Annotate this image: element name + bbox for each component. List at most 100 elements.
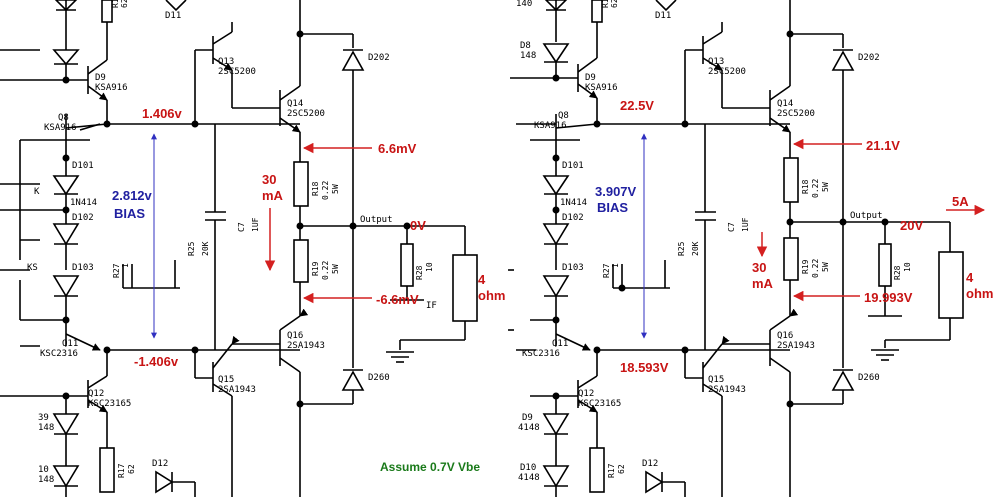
q15-label: Q15 <box>218 375 234 385</box>
r-r28-label: R28 <box>893 265 902 280</box>
left-current-unit: mA <box>262 188 284 203</box>
r-d8-label: D8 <box>520 41 531 51</box>
ks-label: KS <box>27 263 38 273</box>
d39-value: 148 <box>38 423 54 433</box>
r-r18-value: 0.22 <box>811 179 820 198</box>
right-bias-voltage: 3.907V <box>595 184 637 199</box>
d11-label: D11 <box>165 11 181 21</box>
r-d103-label: D103 <box>562 263 584 273</box>
left-v-r19: -6.6mV <box>376 292 419 307</box>
q16-label: Q16 <box>287 331 303 341</box>
q15-type: 2SA1943 <box>218 385 256 395</box>
r-r16-value: 62 <box>610 0 619 8</box>
q14-type: 2SC5200 <box>287 109 325 119</box>
r-output-label: Output <box>850 211 883 221</box>
c7-label: C7 <box>237 222 246 232</box>
r-q12-type: KSC23165 <box>578 399 621 409</box>
r-q14-type: 2SC5200 <box>777 109 815 119</box>
r-r28-value: 10 <box>903 262 912 272</box>
r17-value: 62 <box>127 464 136 474</box>
r-q16-label: Q16 <box>777 331 793 341</box>
r-r17-label: R17 <box>607 463 616 478</box>
r-r19-label: R19 <box>801 259 810 274</box>
right-v-top: 22.5V <box>620 98 654 113</box>
r-q15-type: 2SA1943 <box>708 385 746 395</box>
r17-label: R17 <box>117 463 126 478</box>
q11-label: Q11 <box>62 339 78 349</box>
q12-label: Q12 <box>88 389 104 399</box>
right-bias-label: BIAS <box>597 200 628 215</box>
r-q11-type: KSC2316 <box>522 349 560 359</box>
d101-label: D101 <box>72 161 94 171</box>
r-q12-label: Q12 <box>578 389 594 399</box>
r-r25-label: R25 <box>677 241 686 256</box>
q8-label: Q8 <box>58 113 69 123</box>
r16-label: R1 <box>111 0 120 8</box>
d103-label: D103 <box>72 263 94 273</box>
r-r19-watt: 5W <box>821 262 830 272</box>
left-v-bottom: -1.406v <box>134 354 179 369</box>
d10-value: 148 <box>38 475 54 485</box>
top-diode-left <box>54 0 78 42</box>
d9-label: D9 <box>95 73 106 83</box>
r25-value: 20K <box>201 241 210 256</box>
r-q15-label: Q15 <box>708 375 724 385</box>
r-r27-label: R27 <box>602 263 611 278</box>
r-r17-value: 62 <box>617 464 626 474</box>
r-q11-label: Q11 <box>552 339 568 349</box>
d202-label: D202 <box>368 53 390 63</box>
diode-type-left: 1N414 <box>70 198 97 208</box>
right-current-value: 30 <box>752 260 766 275</box>
d102-label: D102 <box>72 213 94 223</box>
output-label: Output <box>360 215 393 225</box>
right-v-out: 20V <box>900 218 923 233</box>
left-v-top: 1.406v <box>142 106 183 121</box>
right-v-r18: 21.1V <box>866 138 900 153</box>
r-d202-label: D202 <box>858 53 880 63</box>
q9-type: KSA916 <box>95 83 128 93</box>
q13-label: Q13 <box>218 57 234 67</box>
d39-label: 39 <box>38 413 49 423</box>
right-top-value: 140 <box>516 0 532 9</box>
left-v-r18: 6.6mV <box>378 141 417 156</box>
r18-label: R18 <box>311 181 320 196</box>
r-d9b-label: D9 <box>522 413 533 423</box>
left-current-value: 30 <box>262 172 276 187</box>
right-circuit: 140 R1 62 D11 D8 148 D9 KSA916 Q8 KSA916 <box>510 0 993 497</box>
r16-value: 62 <box>120 0 129 8</box>
r18-watt: 5W <box>331 184 340 194</box>
r28-label: R28 <box>415 265 424 280</box>
r-d10-value: 4148 <box>518 473 540 483</box>
right-i-out: 5A <box>952 194 969 209</box>
r-q13-label: Q13 <box>708 57 724 67</box>
left-circuit: R1 62 D11 D9 KSA916 Q8 KSA916 <box>0 0 514 497</box>
d260-label: D260 <box>368 373 390 383</box>
r-d9-label: D9 <box>585 73 596 83</box>
right-load-value: 4 <box>966 270 974 285</box>
r27-label: R27 <box>112 263 121 278</box>
r-q9-type: KSA916 <box>585 83 618 93</box>
r-r25-value: 20K <box>691 241 700 256</box>
r-r19-value: 0.22 <box>811 259 820 278</box>
left-v-out: 0V <box>410 218 426 233</box>
r19-watt: 5W <box>331 264 340 274</box>
r-q16-type: 2SA1943 <box>777 341 815 351</box>
r18-value: 0.22 <box>321 181 330 200</box>
right-v-bottom: 18.593V <box>620 360 669 375</box>
r-d8-value: 148 <box>520 51 536 61</box>
r-q8-type: KSA916 <box>534 121 567 131</box>
assumption-note: Assume 0.7V Vbe <box>380 460 480 474</box>
d10-label: 10 <box>38 465 49 475</box>
left-load-unit: ohm <box>478 288 505 303</box>
r19-label: R19 <box>311 261 320 276</box>
r-c7-label: C7 <box>727 222 736 232</box>
right-load-unit: ohm <box>966 286 993 301</box>
d12-label: D12 <box>152 459 168 469</box>
q16-type: 2SA1943 <box>287 341 325 351</box>
r28-value: 10 <box>425 262 434 272</box>
q8-type: KSA916 <box>44 123 77 133</box>
left-bias-label: BIAS <box>114 206 145 221</box>
r-q8-label: Q8 <box>558 111 569 121</box>
r-d9b-value: 4148 <box>518 423 540 433</box>
